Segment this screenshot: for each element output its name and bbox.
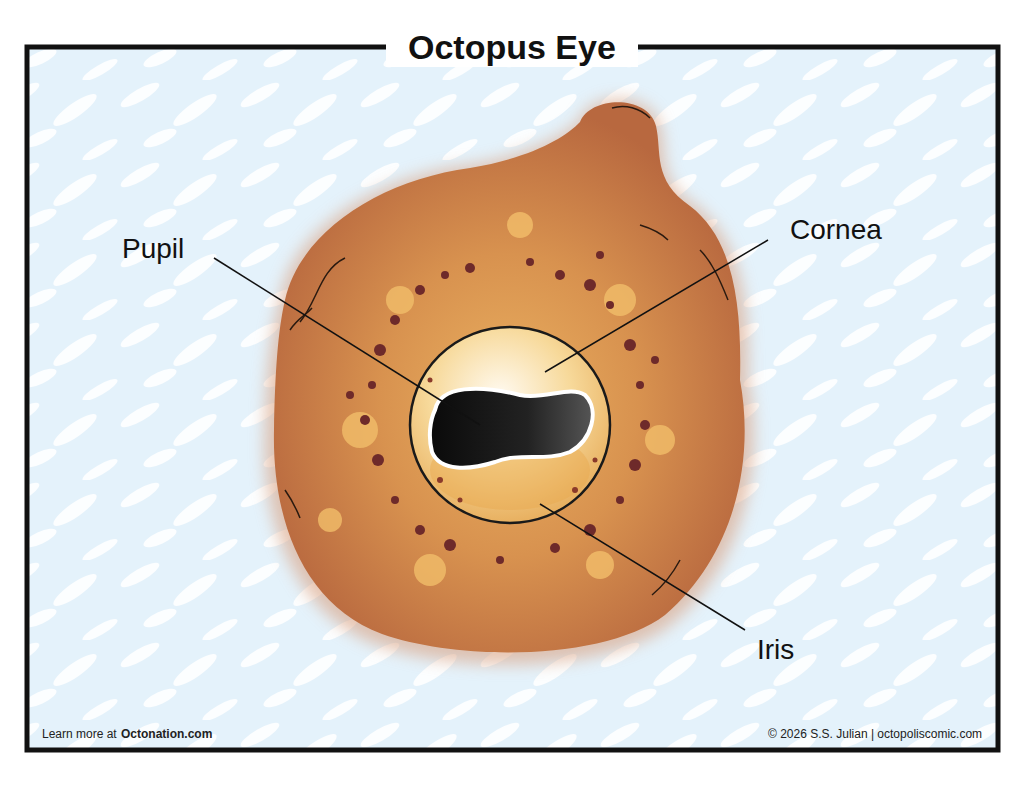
dot: [374, 344, 386, 356]
skin-spot: [318, 508, 342, 532]
dot: [415, 285, 425, 295]
skin-halo: [265, 99, 754, 665]
leader-line: [214, 258, 480, 425]
leader-lines: [214, 240, 768, 630]
octopus-skin: [274, 102, 745, 652]
frame-border: [27, 47, 998, 750]
footer-link: Octonation.com: [121, 727, 212, 741]
dot: [372, 454, 384, 466]
dot: [346, 391, 354, 399]
dot: [391, 496, 399, 504]
skin-fold: [290, 308, 312, 330]
skin-spot: [342, 412, 378, 448]
dot: [390, 315, 400, 325]
dot: [606, 301, 614, 309]
skin-fold: [700, 250, 728, 300]
part-label: Pupil: [122, 233, 184, 265]
dot: [593, 458, 598, 463]
skin-spot: [414, 554, 446, 586]
dot: [465, 263, 475, 273]
dot: [437, 477, 443, 483]
skin-spot: [645, 425, 675, 455]
skin-fold: [640, 225, 668, 240]
copyright-note: © 2026 S.S. Julian | octopoliscomic.com: [768, 727, 982, 741]
water-streaks: [27, 47, 998, 750]
pupil: [430, 389, 593, 468]
dot: [640, 420, 650, 430]
dot: [428, 378, 433, 383]
part-label: Iris: [757, 634, 794, 666]
dot: [526, 258, 534, 266]
dot: [444, 539, 456, 551]
dot: [584, 279, 596, 291]
cornea: [410, 327, 610, 523]
dot: [368, 381, 376, 389]
dot: [651, 356, 659, 364]
dot: [636, 381, 644, 389]
leader-line: [545, 240, 768, 372]
dot: [596, 251, 604, 259]
skin-spot: [386, 286, 414, 314]
dot: [550, 543, 560, 553]
dark-chromatophores: [346, 251, 659, 564]
footer-note: Learn more at: [42, 727, 117, 741]
part-label: Cornea: [790, 214, 882, 246]
dot: [496, 556, 504, 564]
dot: [629, 459, 641, 471]
skin-spots: [318, 212, 675, 586]
dot: [572, 487, 578, 493]
skin-fold: [300, 258, 345, 322]
skin-spot: [604, 284, 636, 316]
skin-fold: [285, 490, 300, 518]
skin-spot: [586, 551, 614, 579]
diagram-title: Octopus Eye: [386, 27, 638, 67]
skin-texture: [285, 106, 728, 595]
iris-dots: [428, 378, 598, 503]
dot: [555, 270, 565, 280]
skin-spot: [507, 212, 533, 238]
water-ground: [27, 47, 998, 750]
dot: [415, 525, 425, 535]
dot: [616, 496, 624, 504]
dot: [624, 339, 636, 351]
dot: [360, 415, 370, 425]
skin-fold: [612, 106, 650, 118]
leader-line: [540, 504, 745, 630]
dot: [441, 271, 449, 279]
dot: [458, 498, 463, 503]
skin-fold: [652, 560, 680, 595]
